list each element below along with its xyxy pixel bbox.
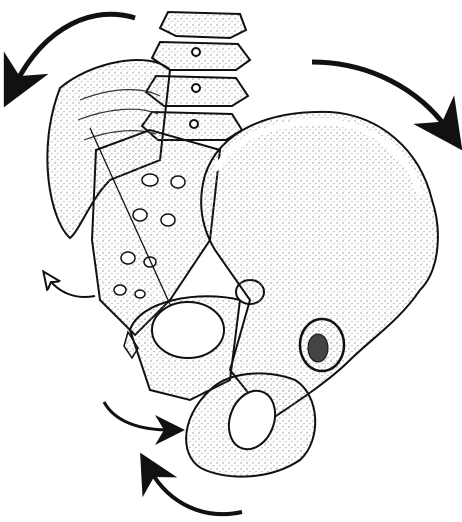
spinous-process — [192, 48, 200, 56]
spinous-process — [190, 120, 198, 128]
vertebra-1 — [160, 12, 246, 38]
sacral-foramen — [114, 285, 126, 295]
arrow-bottom-left-icon — [104, 402, 170, 430]
sacral-foramen — [161, 214, 175, 226]
sacral-foramen — [121, 252, 135, 264]
sacral-foramen — [135, 290, 145, 298]
acetabulum-fossa — [308, 334, 328, 362]
spinous-process — [192, 84, 200, 92]
pelvic-inlet — [152, 302, 224, 358]
sacral-foramen — [144, 257, 156, 267]
sacral-foramen — [133, 209, 147, 221]
sacral-foramen — [171, 176, 185, 188]
vertebra-2 — [152, 42, 250, 70]
arrow-left-small-icon — [48, 278, 95, 297]
sacral-foramen — [142, 174, 158, 186]
